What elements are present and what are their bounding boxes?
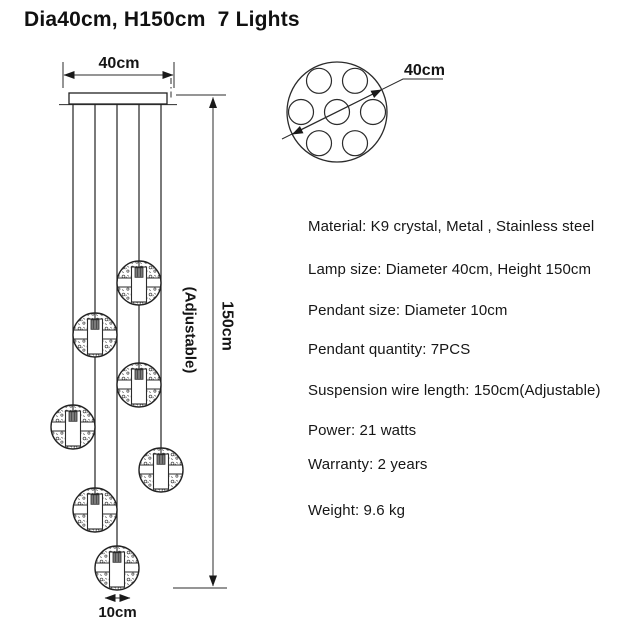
- lamp-hole: [305, 130, 333, 157]
- spec-line-material: Material: K9 crystal, Metal , Stainless …: [308, 218, 595, 235]
- top-view-diameter-label: 40cm: [404, 62, 445, 79]
- spec-line-pendant-size: Pendant size: Diameter 10cm: [308, 302, 508, 319]
- crystal-pendant: [51, 405, 95, 449]
- crystal-pendant: [139, 448, 183, 492]
- spec-line-weight: Weight: 9.6 kg: [308, 502, 406, 519]
- top-view-diameter-leader: [281, 78, 443, 140]
- spec-line-power: Power: 21 watts: [308, 422, 417, 439]
- lamp-hole: [341, 130, 369, 157]
- height-dimension: [173, 94, 227, 589]
- crystal-pendant: [95, 546, 139, 590]
- page-title: Dia40cm, H150cm 7 Lights: [24, 8, 300, 31]
- lamp-hole: [287, 98, 315, 126]
- spec-line-warranty: Warranty: 2 years: [308, 456, 428, 473]
- spec-line-wire-length: Suspension wire length: 150cm(Adjustable…: [308, 382, 601, 399]
- top-view-diagram: 40cm: [281, 61, 445, 163]
- crystal-pendant: [117, 363, 161, 407]
- width-dimension: [62, 62, 175, 88]
- height-dimension-label: 150cm: [219, 301, 236, 351]
- lamp-hole: [341, 67, 369, 94]
- crystal-pendant: [73, 488, 117, 532]
- lamp-position-holes: [287, 67, 387, 157]
- ceiling-canopy: [59, 78, 177, 106]
- height-adjustable-label: (Adjustable): [182, 287, 199, 374]
- crystal-pendant: [117, 261, 161, 305]
- spec-line-lamp-size: Lamp size: Diameter 40cm, Height 150cm: [308, 261, 592, 278]
- lamp-hole: [359, 98, 387, 126]
- width-dimension-label: 40cm: [99, 55, 140, 72]
- front-view-diagram: 40cm 1: [51, 55, 236, 621]
- lamp-hole: [305, 67, 333, 94]
- spec-line-quantity: Pendant quantity: 7PCS: [308, 341, 471, 358]
- pendant-diameter-label: 10cm: [98, 604, 136, 621]
- crystal-pendant: [73, 313, 117, 357]
- lamp-hole: [323, 98, 351, 126]
